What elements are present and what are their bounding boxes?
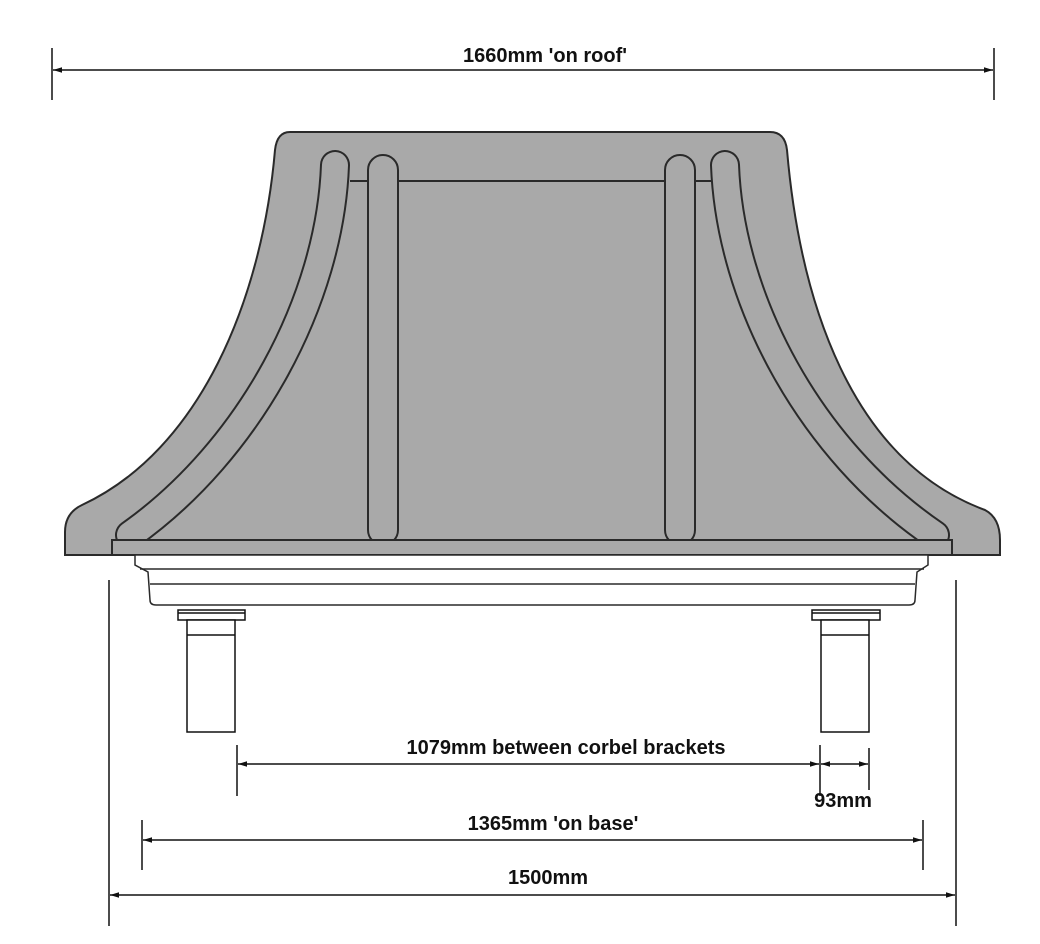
dimension-roof-width bbox=[51, 48, 995, 100]
label-bracket-width: 93mm bbox=[814, 790, 872, 812]
label-between-brackets: 1079mm between corbel brackets bbox=[406, 737, 725, 759]
dimension-overall-width bbox=[108, 580, 957, 926]
straight-rib-left bbox=[367, 154, 399, 546]
canopy-body bbox=[64, 131, 1001, 556]
dimension-between-brackets bbox=[236, 745, 870, 796]
label-overall-width: 1500mm bbox=[508, 867, 588, 889]
curved-rib-left bbox=[115, 150, 350, 550]
corbel-bracket-right bbox=[811, 609, 881, 733]
base-molding bbox=[134, 554, 929, 606]
curved-rib-right bbox=[710, 150, 950, 550]
corbel-bracket-left bbox=[177, 609, 246, 733]
label-base-width: 1365mm 'on base' bbox=[468, 813, 639, 835]
straight-rib-right bbox=[664, 154, 696, 546]
label-roof-width: 1660mm 'on roof' bbox=[463, 45, 627, 67]
canopy-base-strip bbox=[111, 539, 953, 556]
dimension-base-width bbox=[141, 820, 924, 870]
